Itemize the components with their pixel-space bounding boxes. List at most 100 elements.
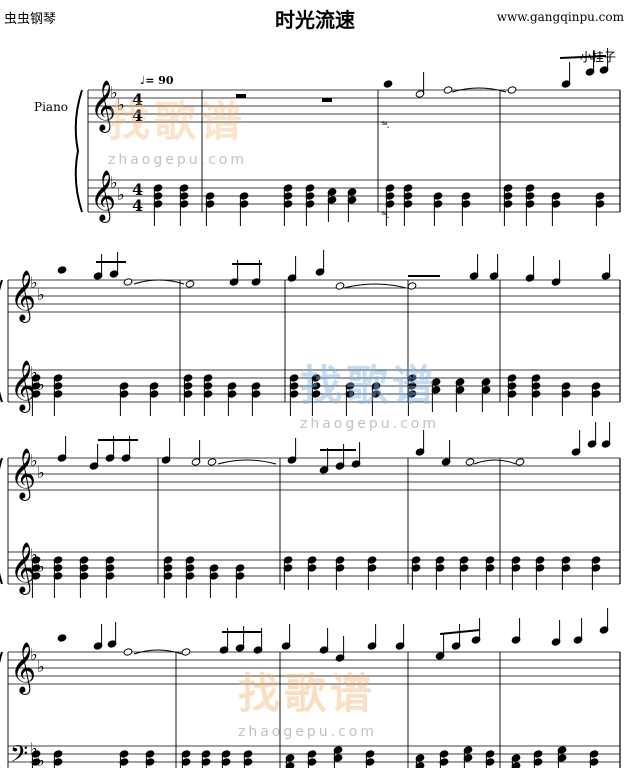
flat-icon: ♭ [117,95,125,114]
flat-icon: ♭ [30,645,38,664]
note [93,254,103,280]
note [287,438,297,464]
treble-staff [8,651,620,685]
treble-staff [8,279,620,313]
treble-clef-icon: 𝄞 [90,170,116,223]
whole-rest [236,94,246,98]
note [561,62,571,88]
notehead [443,86,453,94]
brace [0,279,3,403]
flat-icon: ♭ [37,657,45,676]
notehead [57,634,67,642]
note [415,72,425,98]
note [109,252,119,278]
note [185,280,195,288]
bass-staff [88,179,620,213]
flat-icon: ♭ [30,739,38,758]
time-signature: 44 [132,180,143,215]
note [315,250,325,276]
note [161,438,171,464]
flat-icon: ♭ [37,285,45,304]
flat-icon: ♭ [110,173,118,192]
beam [559,55,607,59]
notehead [335,282,345,290]
site-label: 虫虫钢琴 [4,12,57,27]
tie [133,279,185,285]
note [395,624,405,650]
tie [451,87,507,93]
time-sig-bottom: 4 [132,196,143,215]
flat-icon: ♭ [30,363,38,382]
pedal-mark: 𝆮. [380,120,390,131]
note [89,444,99,470]
tie [217,459,277,465]
notehead [507,86,517,94]
note [207,458,217,466]
notehead [207,458,217,466]
instrument-label: Piano [34,100,69,114]
flat-icon: ♭ [30,451,38,470]
tie [473,459,517,465]
note [93,624,103,650]
tie [343,283,407,289]
note [443,86,453,94]
note [367,624,377,650]
note [571,430,581,456]
note [599,608,609,634]
note [489,254,499,280]
brace [0,651,3,768]
half-rest [322,98,332,102]
note [383,80,393,88]
flat-icon: ♭ [37,557,45,576]
note [507,86,517,94]
note [471,618,481,644]
note [435,634,445,660]
note [441,440,451,466]
note [511,618,521,644]
brace [74,89,83,213]
notehead [185,280,195,288]
flat-icon: ♭ [117,185,125,204]
treble-staff [8,457,620,491]
note [181,648,191,656]
note [123,648,133,656]
note [573,618,583,644]
treble-clef-icon: 𝄞 [10,448,36,501]
notehead [57,266,67,274]
note [351,442,361,468]
note [319,448,329,474]
note [251,260,261,286]
note [587,422,597,448]
flat-icon: ♭ [37,463,45,482]
time-sig-top: 4 [132,180,143,199]
flat-icon: ♭ [110,83,118,102]
notehead [181,648,191,656]
website-url[interactable]: www.gangqinpu.com [496,10,624,24]
treble-clef-icon: 𝄞 [90,80,116,133]
treble-clef-icon: 𝄞 [10,270,36,323]
time-sig-top: 4 [132,90,143,109]
note [57,634,67,642]
note [281,624,291,650]
time-sig-bottom: 4 [132,106,143,125]
notehead [465,458,475,466]
note [121,436,131,462]
tempo-mark: ♩= 90 [140,74,174,87]
note [57,436,67,462]
note [235,626,245,652]
flat-icon: ♭ [30,545,38,564]
note [465,458,475,466]
note [525,256,535,282]
note [319,628,329,654]
note [335,282,345,290]
note [585,50,595,76]
notehead [123,278,133,286]
note [287,256,297,282]
bass-clef-icon: 𝄢 [10,740,28,768]
time-signature: 44 [132,90,143,125]
flat-icon: ♭ [30,273,38,292]
flat-icon: ♭ [37,375,45,394]
note [123,278,133,286]
notehead [123,648,133,656]
